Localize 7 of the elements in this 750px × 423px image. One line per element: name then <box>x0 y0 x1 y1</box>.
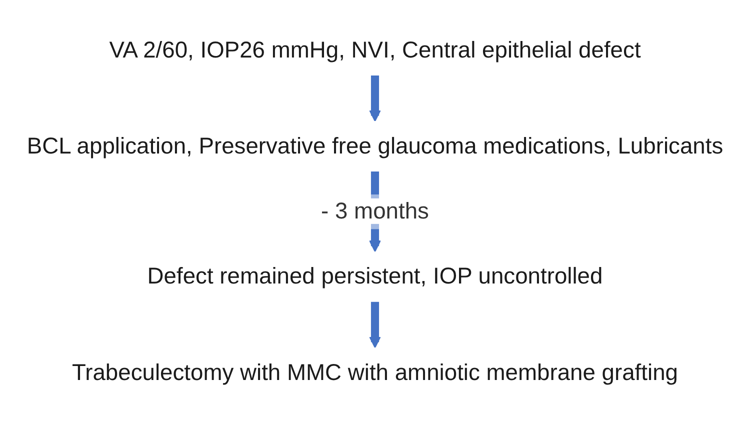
node-text: Trabeculectomy with MMC with amniotic membrane grafting <box>72 360 678 386</box>
node-text: BCL application, Preservative free glaucoma medications, Lubricants <box>26 133 724 159</box>
arrow <box>369 302 381 348</box>
node-text: Defect remained persistent, IOP uncontrolled <box>147 264 603 290</box>
node-text: VA 2/60, IOP26 mmHg, NVI, Central epithelial defect <box>109 37 641 63</box>
arrow <box>369 75 381 122</box>
edge-label: - 3 months <box>321 198 429 224</box>
